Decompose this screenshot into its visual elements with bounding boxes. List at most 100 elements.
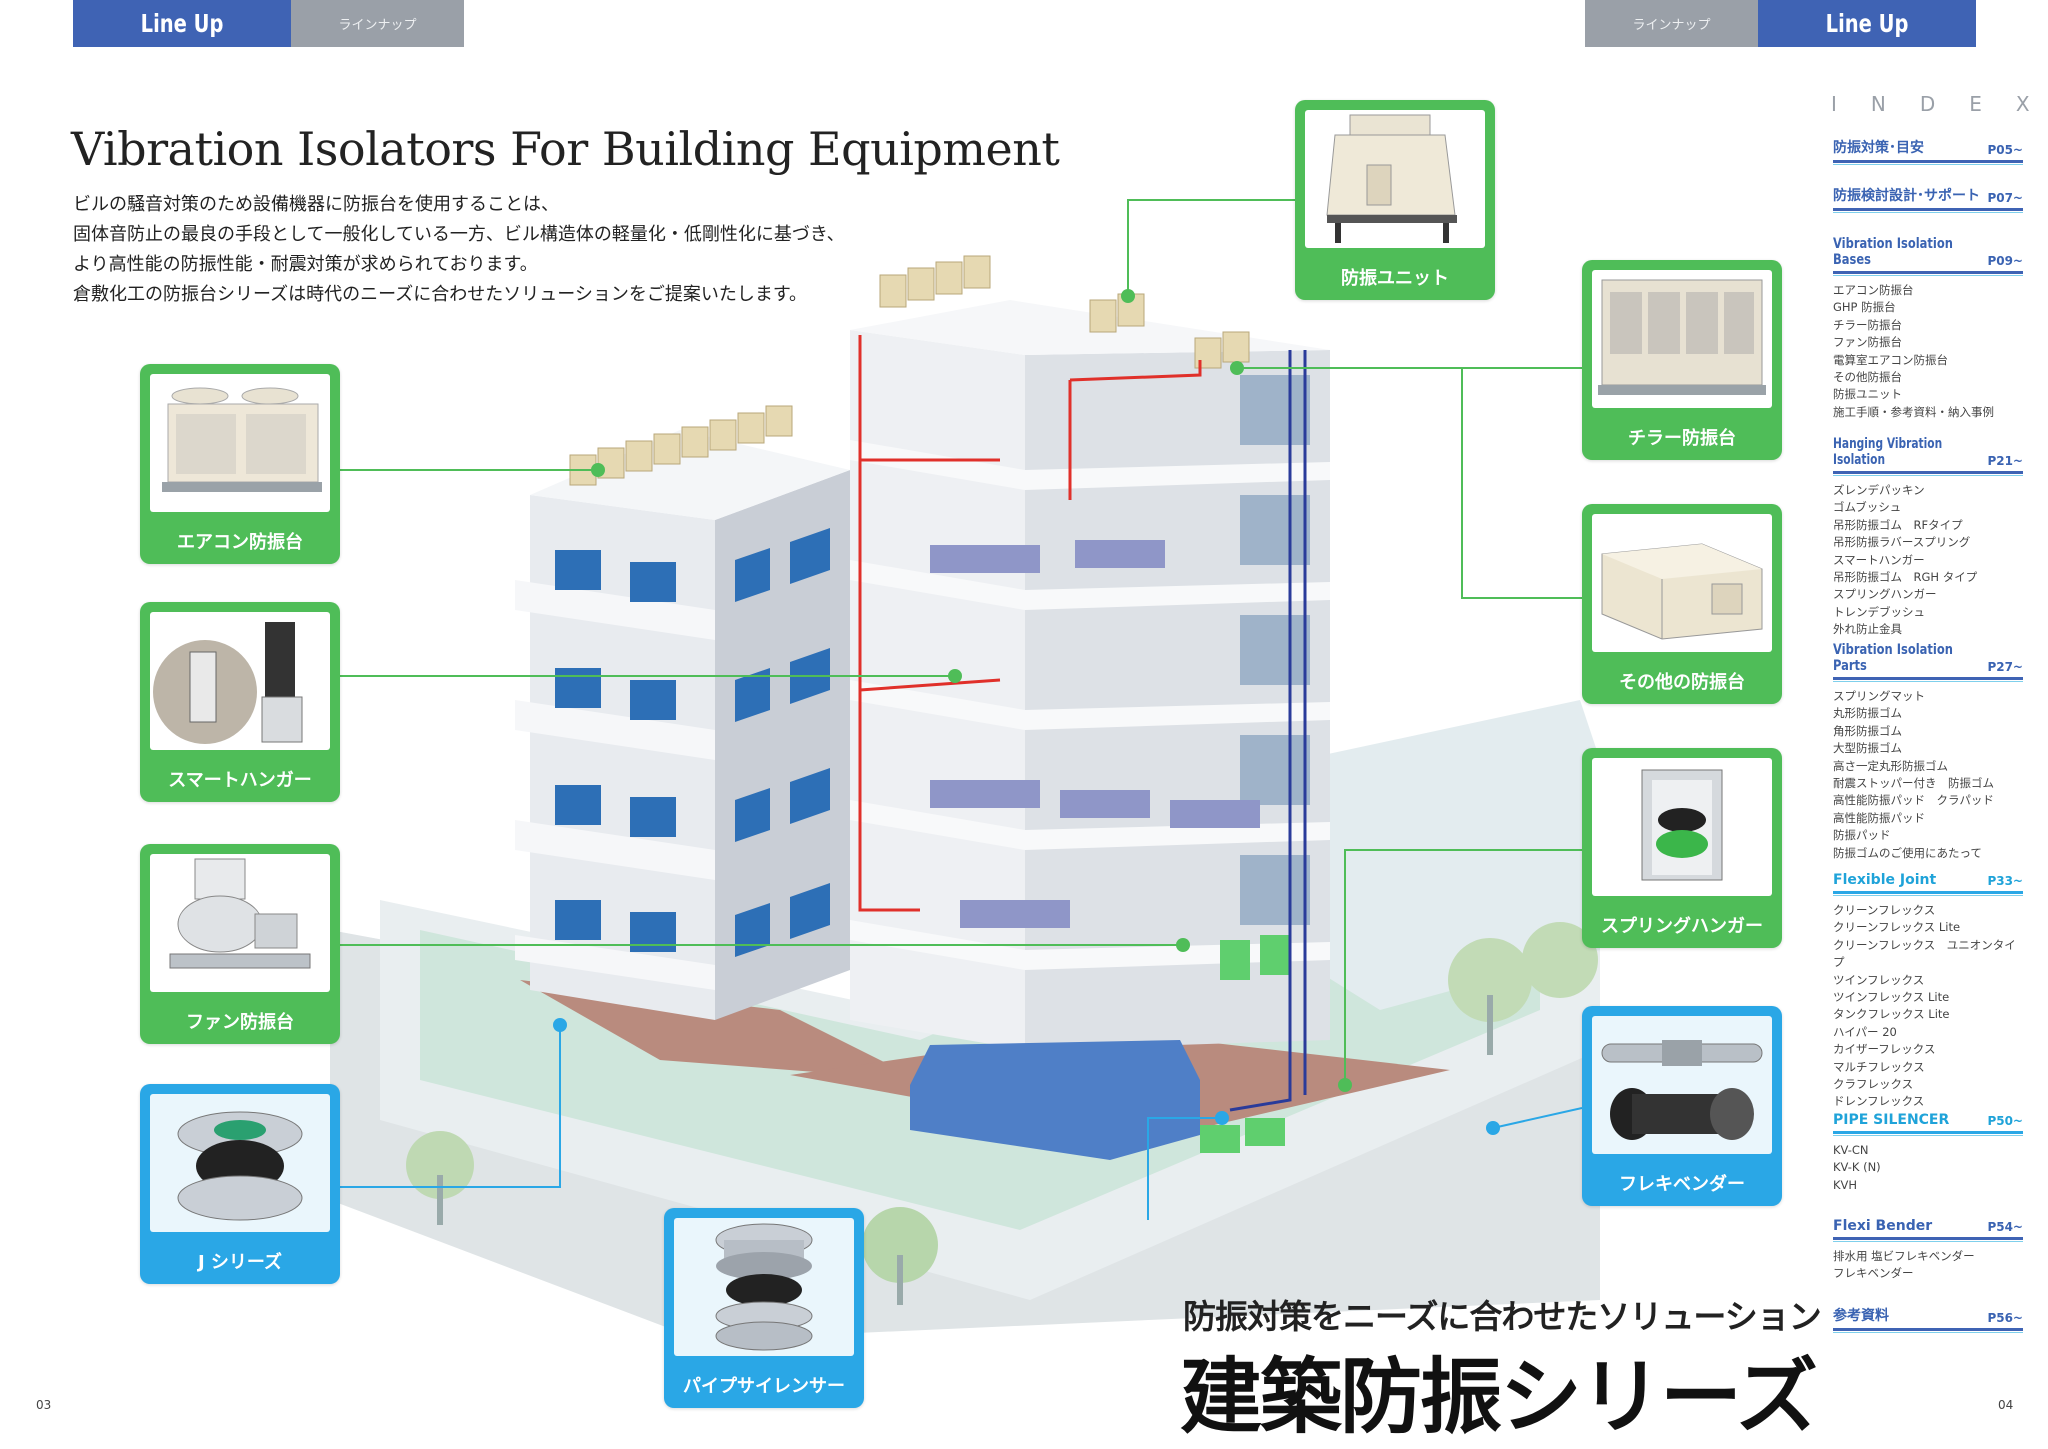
index-item[interactable]: マルチフレックス [1833, 1059, 1925, 1074]
index-divider [1833, 1328, 2023, 1333]
index-item[interactable]: 電算室エアコン防振台 [1833, 352, 1948, 367]
index-item[interactable]: クリーンフレックス Lite [1833, 920, 1961, 935]
card-label: フレキベンダー [1619, 1174, 1745, 1195]
index-section-title: Flexible Joint [1833, 872, 1937, 888]
index-item[interactable]: ツインフレックス Lite [1833, 990, 1950, 1005]
card-aircon-base[interactable]: エアコン防振台 [140, 364, 340, 564]
tagline-title: 建築防振シリーズ [1180, 1350, 1818, 1445]
index-item[interactable]: GHP 防振台 [1833, 300, 1896, 315]
page-number-left: 03 [36, 1398, 52, 1412]
card-label: チラー防振台 [1628, 428, 1736, 449]
index-section[interactable]: 防振対策･目安 P05~ [1833, 137, 2023, 165]
intro-line: 倉敷化工の防振台シリーズは時代のニーズに合わせたソリューションをご提案いたします… [73, 284, 808, 305]
card-isolation-unit[interactable]: 防振ユニット [1295, 100, 1495, 300]
navy-pipes [1229, 350, 1307, 1112]
index-item[interactable]: 施工手順・参考資料・納入事例 [1833, 404, 1994, 419]
index-item[interactable]: その他防振台 [1833, 370, 1902, 385]
card-chiller-base[interactable]: チラー防振台 [1582, 260, 1782, 460]
lineup-subtab-left-label: ラインナップ [338, 18, 417, 33]
lineup-tab-right-label: Line Up [1825, 9, 1909, 38]
index-item[interactable]: クリーンフレックス ユニオンタイプ [1833, 937, 2016, 970]
index-item[interactable]: KVH [1833, 1177, 1858, 1192]
flexi-bender-image [1592, 1016, 1772, 1154]
index-item[interactable]: 外れ防止金具 [1833, 622, 1902, 637]
index-item[interactable]: 防振ユニット [1833, 387, 1902, 402]
index-item[interactable]: クリーンフレックス [1833, 903, 1936, 917]
card-spring-hanger[interactable]: スプリングハンガー [1582, 748, 1782, 948]
card-j-series[interactable]: J シリーズ [140, 1084, 340, 1284]
pumps [1200, 935, 1290, 1153]
card-label: スプリングハンガー [1601, 916, 1763, 937]
card-flexi-bender[interactable]: フレキベンダー [1582, 1006, 1782, 1206]
index-item[interactable]: 高性能防振パッド [1833, 810, 1925, 825]
smart-hanger-image [150, 612, 330, 750]
index-section-title: Vibration Isolation Bases [1833, 236, 1953, 268]
index-item[interactable]: 高さ一定丸形防振ゴム [1833, 758, 1948, 773]
index-item[interactable]: ファン防振台 [1833, 335, 1902, 350]
j-series-image [150, 1094, 330, 1232]
index-item[interactable]: ハイパー 20 [1833, 1024, 1897, 1039]
trees [406, 922, 1598, 1305]
index-section-page: P27~ [1987, 660, 2023, 674]
index-section-page: P54~ [1987, 1220, 2023, 1234]
index-item[interactable]: 防振パッド [1833, 828, 1891, 843]
index-item[interactable]: ドレンフレックス [1833, 1094, 1925, 1109]
index-section-page: P05~ [1987, 143, 2023, 157]
brick-floor [520, 980, 920, 1080]
index-item[interactable]: カイザーフレックス [1833, 1042, 1936, 1057]
index-item[interactable]: フレキベンダー [1833, 1266, 1914, 1281]
lineup-subtab-right: ラインナップ [1585, 0, 1758, 47]
index-item[interactable]: 耐震ストッパー付き 防振ゴム [1833, 776, 1994, 791]
index-item[interactable]: エアコン防振台 [1833, 283, 1914, 297]
index-item[interactable]: スマートハンガー [1833, 552, 1925, 567]
index-item[interactable]: クラフレックス [1833, 1077, 1914, 1092]
index-item[interactable]: スプリングマット [1833, 689, 1925, 703]
card-pipe-silencer[interactable]: パイプサイレンサー [664, 1208, 864, 1408]
index-item[interactable]: 排水用 塩ビフレキベンダー [1833, 1249, 1975, 1263]
index-item[interactable]: KV-CN [1833, 1143, 1869, 1157]
index-item[interactable]: ズレンデパッキン [1833, 483, 1925, 497]
index-section-title: 防振対策･目安 [1833, 140, 1924, 156]
intro-line: より高性能の防振性能・耐震対策が求められております。 [73, 254, 538, 275]
index-item[interactable]: KV-K (N) [1833, 1160, 1881, 1175]
card-fan-base[interactable]: ファン防振台 [140, 844, 340, 1044]
index-item[interactable]: 丸形防振ゴム [1833, 706, 1902, 721]
index-item[interactable]: トレンデブッシュ [1833, 604, 1925, 619]
left-building-side [715, 470, 850, 1020]
index-item[interactable]: 吊形防振ラバースプリング [1833, 535, 1971, 550]
index-section[interactable]: Flexi Bender P54~ 排水用 塩ビフレキベンダー フレキベンダー [1833, 1218, 2023, 1283]
index-item[interactable]: ツインフレックス [1833, 972, 1925, 987]
card-label: エアコン防振台 [177, 532, 303, 553]
index-item[interactable]: ゴムブッシュ [1833, 500, 1902, 515]
index-section-title: 防振検討設計･サポート [1833, 188, 1980, 204]
tower-windows [1240, 375, 1310, 925]
index-item[interactable]: スプリングハンガー [1833, 587, 1937, 602]
index-section-page: P09~ [1987, 254, 2023, 268]
card-smart-hanger[interactable]: スマートハンガー [140, 602, 340, 802]
index-item[interactable]: タンクフレックス Lite [1833, 1007, 1950, 1022]
index-item[interactable]: 大型防振ゴム [1833, 741, 1902, 756]
index-item[interactable]: 吊形防振ゴム RFタイプ [1833, 517, 1963, 532]
index-divider [1833, 1237, 2023, 1242]
index-section-title: Flexi Bender [1833, 1218, 1933, 1234]
index-item[interactable]: 高性能防振パッド クラパッド [1833, 793, 1994, 808]
index-item[interactable]: 角形防振ゴム [1833, 723, 1902, 738]
balconies [515, 580, 715, 990]
intro-line: ビルの騒音対策のため設備機器に防振台を使用することは、 [73, 194, 559, 215]
tower-left-face [850, 330, 1025, 1050]
index-item[interactable]: チラー防振台 [1833, 317, 1902, 332]
water-tank [910, 1040, 1200, 1160]
lineup-tab-left: Line Up [73, 0, 291, 47]
index-item[interactable]: 防振ゴムのご使用にあたって [1833, 845, 1982, 860]
index-item[interactable]: 吊形防振ゴム RGH タイプ [1833, 570, 1978, 585]
card-other-base[interactable]: その他の防振台 [1582, 504, 1782, 704]
index-section-page: P21~ [1987, 454, 2023, 468]
lineup-subtab-left: ラインナップ [291, 0, 464, 47]
